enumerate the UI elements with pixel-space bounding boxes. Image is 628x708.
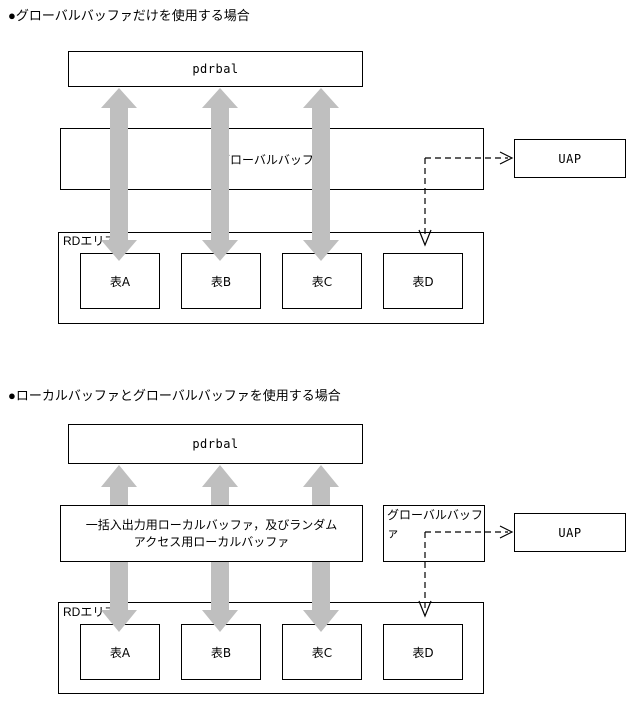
pdrbal-box-section-2: pdrbal: [68, 424, 363, 464]
gray-up-arrow-2-section-2: [202, 465, 238, 505]
pdrbal-label-section-2: pdrbal: [192, 437, 239, 451]
local-buffer-line-2: アクセス用ローカルバッファ: [133, 534, 290, 549]
table-label-c-section-1: 表C: [311, 274, 333, 289]
table-label-c-section-2: 表C: [311, 645, 333, 660]
uap-label-section-1: UAP: [558, 151, 582, 166]
arrowhead-uap-section-2: [499, 525, 514, 539]
local-buffer-box-section-2: 一括入出力用ローカルバッファ，及びランダム アクセス用ローカルバッファ: [60, 505, 363, 562]
gray-up-arrow-1-section-2: [101, 465, 137, 505]
section-2-heading: ●ローカルバッファとグローバルバッファを使用する場合: [8, 388, 341, 403]
table-label-d-section-1: 表D: [412, 274, 434, 289]
table-box-a-section-1: 表A: [80, 253, 160, 309]
pdrbal-label-section-1: pdrbal: [192, 62, 239, 76]
local-buffer-label-section-2: 一括入出力用ローカルバッファ，及びランダム アクセス用ローカルバッファ: [86, 517, 337, 551]
global-buffer-label-section-2: グローバルバッファ: [387, 508, 483, 540]
uap-box-section-1: UAP: [514, 139, 626, 178]
arrowhead-uap-section-1: [499, 151, 514, 165]
rd-area-title-section-2: RDエリア: [63, 605, 117, 619]
pdrbal-box-section-1: pdrbal: [68, 51, 363, 87]
rd-area-box-section-2: [58, 602, 484, 694]
table-box-b-section-1: 表B: [181, 253, 261, 309]
table-box-c-section-1: 表C: [282, 253, 362, 309]
uap-label-section-2: UAP: [558, 525, 582, 540]
table-label-a-section-2: 表A: [109, 645, 131, 660]
table-box-b-section-2: 表B: [181, 624, 261, 680]
table-box-c-section-2: 表C: [282, 624, 362, 680]
table-box-d-section-2: 表D: [383, 624, 463, 680]
global-buffer-box-section-2: グローバルバッファ: [383, 505, 485, 562]
table-label-a-section-1: 表A: [109, 274, 131, 289]
table-label-b-section-2: 表B: [210, 645, 232, 660]
global-buffer-label-section-1: グローバルバッファ: [218, 152, 326, 167]
table-label-d-section-2: 表D: [412, 645, 434, 660]
table-box-a-section-2: 表A: [80, 624, 160, 680]
table-box-d-section-1: 表D: [383, 253, 463, 309]
rd-area-title-section-1: RDエリア: [63, 234, 117, 248]
section-1-heading: ●グローバルバッファだけを使用する場合: [8, 8, 250, 23]
local-buffer-line-1: 一括入出力用ローカルバッファ，及びランダム: [85, 517, 338, 532]
rd-area-box-section-1: [58, 232, 484, 324]
gray-up-arrow-3-section-2: [303, 465, 339, 505]
table-label-b-section-1: 表B: [210, 274, 232, 289]
uap-box-section-2: UAP: [514, 513, 626, 552]
global-buffer-box-section-1: グローバルバッファ: [60, 128, 484, 190]
